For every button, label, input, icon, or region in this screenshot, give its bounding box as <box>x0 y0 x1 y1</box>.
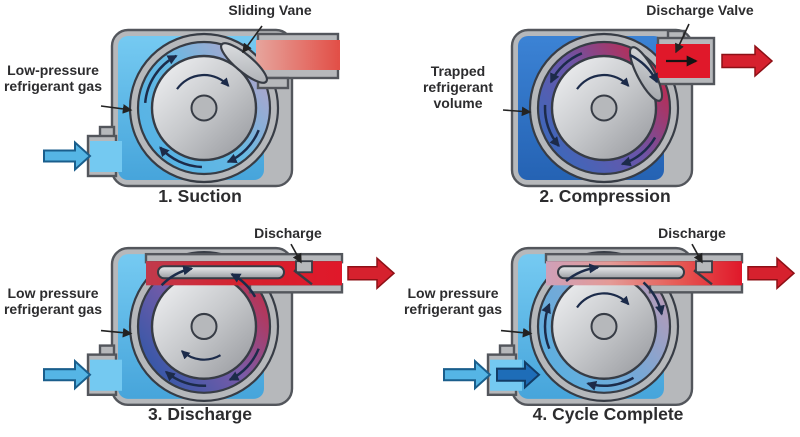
sliding-vane <box>557 265 685 280</box>
rotor-shaft <box>190 312 218 341</box>
gas-flow-arrow-icon <box>159 146 202 169</box>
rotor-shaft <box>590 94 618 122</box>
rotor-shaft <box>190 94 218 122</box>
discharge-flow-arrow-icon <box>347 256 396 290</box>
compressor-diagram-discharge <box>43 243 396 407</box>
annotation-arrow-icon <box>100 327 133 338</box>
gas-flow-arrow-icon <box>565 263 600 283</box>
annotation-discharge: Discharge <box>254 225 322 241</box>
gas-flow-arrow-icon <box>549 52 583 84</box>
gas-flow-arrow-icon <box>226 129 260 164</box>
panel-4-cycle-complete: Discharge Low pressure refrigerant gas 4… <box>400 218 800 437</box>
annotation-sliding-vane: Sliding Vane <box>228 2 312 18</box>
annotation-trapped-volume: Trapped refrigerant volume <box>422 63 494 111</box>
rotor-shaft <box>590 312 618 341</box>
annotation-arrow-icon <box>502 106 532 117</box>
rotor-rotation-arrow-icon <box>576 73 630 90</box>
panel-caption-discharge: 3. Discharge <box>147 404 253 424</box>
annotation-arrow-icon <box>500 327 533 338</box>
suction-flow-arrow-dark-icon <box>496 359 541 390</box>
compressor-diagram-suction <box>43 25 340 188</box>
annotation-low-pressure-gas: Low pressure refrigerant gas <box>3 285 103 317</box>
rotor-rotation-arrow-icon <box>176 73 230 90</box>
gas-flow-arrow-icon <box>230 273 257 298</box>
panel-caption-compression: 2. Compression <box>539 186 671 206</box>
gas-flow-arrow-icon <box>228 348 260 381</box>
discharge-flow-arrow-icon <box>747 256 796 290</box>
discharge-pipe <box>256 40 340 70</box>
compressor-diagram-cycle-complete <box>443 243 796 407</box>
panel-3-discharge: Discharge Low pressure refrigerant gas 3… <box>0 218 400 437</box>
annotation-arrow-icon <box>100 104 133 114</box>
annotation-arrow-icon <box>675 23 690 54</box>
rotor-rotation-arrow-icon <box>180 350 222 361</box>
gas-flow-arrow-icon <box>586 376 635 391</box>
gas-flow-arrow-icon <box>541 302 551 350</box>
gas-flow-arrow-icon <box>629 53 659 84</box>
discharge-flow-arrow-icon <box>721 44 774 78</box>
rotor-rotation-arrow-icon <box>576 292 630 309</box>
annotation-low-pressure-gas: Low-pressure refrigerant gas <box>3 62 103 94</box>
sliding-vane <box>157 265 285 280</box>
annotation-discharge: Discharge <box>658 225 726 241</box>
gas-flow-arrow-icon <box>543 104 560 148</box>
discharge-valve <box>295 260 313 274</box>
gas-flow-arrow-icon <box>164 370 207 388</box>
gas-flow-arrow-icon <box>620 136 657 167</box>
gas-flow-arrow-icon <box>642 281 665 316</box>
panel-2-compression: Discharge Valve Trapped refrigerant volu… <box>400 0 800 218</box>
annotation-discharge-valve: Discharge Valve <box>646 2 754 18</box>
compressor-diagram-compression <box>502 23 774 188</box>
gas-flow-arrow-icon <box>160 265 194 287</box>
sliding-vane <box>220 42 268 84</box>
annotation-arrow-icon <box>242 25 263 54</box>
suction-flow-arrow-icon <box>43 358 92 391</box>
annotation-low-pressure-gas: Low pressure refrigerant gas <box>403 285 503 317</box>
discharge-valve <box>695 260 713 274</box>
suction-flow-arrow-icon <box>43 140 92 172</box>
annotation-arrow-icon <box>290 243 302 264</box>
gas-flow-arrow-icon <box>143 54 178 104</box>
panel-caption-cycle-complete: 4. Cycle Complete <box>532 404 684 424</box>
suction-flow-arrow-icon <box>443 358 492 391</box>
annotation-arrow-icon <box>691 243 703 264</box>
panel-caption-suction: 1. Suction <box>158 186 242 206</box>
panel-1-suction: Sliding Vane Low-pressure refrigerant ga… <box>0 0 400 218</box>
